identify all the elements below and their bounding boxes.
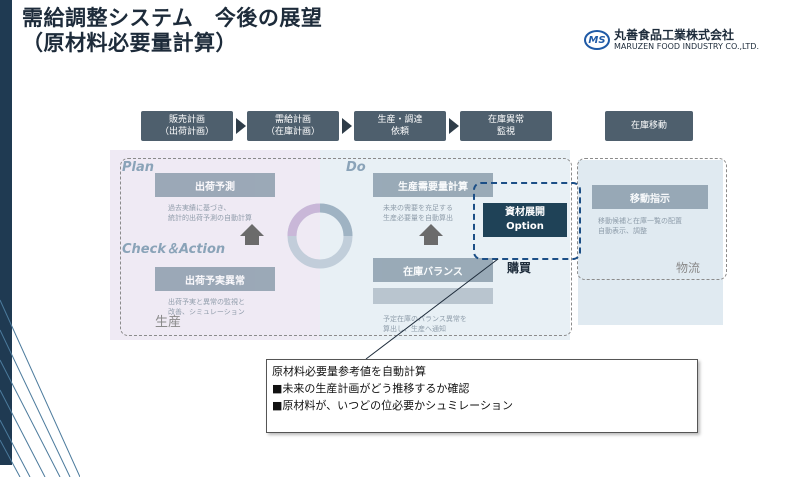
logo-english: MARUZEN FOOD INDUSTRY CO.,LTD. (614, 42, 759, 51)
pdca-cycle-icon (287, 203, 353, 269)
up-arrow-icon (424, 235, 438, 245)
faint-text: 移動候補と在庫一覧の配置自動表示、調整 (598, 217, 682, 235)
label-plan: Plan (122, 160, 155, 175)
box-shipment-forecast: 出荷予測 (155, 173, 275, 197)
step-inventory-monitor: 在庫異常監視 (460, 111, 552, 141)
arrow-icon (342, 118, 352, 134)
step-production-request: 生産・調達依頼 (354, 111, 446, 141)
slide-title: 需給調整システム 今後の展望 （原材料必要量計算） (22, 6, 323, 55)
box-material-expansion: 資材展開 Option (483, 203, 567, 237)
step-inventory-transfer: 在庫移動 (605, 111, 693, 141)
faint-text: 未来の需要を充足する生産必要量を自動算出 (383, 204, 453, 222)
box-transfer: 移動指示 (592, 185, 708, 209)
label-logistics: 物流 (676, 261, 701, 275)
label-check-action: Check＆Action (122, 242, 226, 257)
option-highlight-frame (473, 182, 581, 260)
faint-text: 出荷予実と異常の監視と改善、シミュレーション (168, 298, 245, 316)
callout-bullet: ■原材料が、いつどの位必要かシュミレーション (272, 399, 513, 412)
decorative-fan-lines (0, 299, 80, 477)
company-logo: MS 丸善食品工業株式会社 MARUZEN FOOD INDUSTRY CO.,… (584, 28, 759, 52)
label-do: Do (346, 160, 366, 175)
faint-text: 過去実績に基づき、統計的出荷予測の自動計算 (168, 204, 252, 222)
step-supply-plan: 需給計画（在庫計画） (247, 111, 339, 141)
box-shipment-actual: 出荷予実異常 (155, 267, 275, 291)
up-arrow-head (240, 224, 264, 236)
arrow-icon (449, 118, 459, 134)
label-production: 生産 (155, 315, 182, 330)
callout-connector (365, 258, 499, 360)
callout-bullet: ■未来の生産計画がどう推移するか確認 (272, 382, 470, 395)
arrow-icon (236, 118, 246, 134)
faint-text: 予定在庫のバランス異常を算出し、生産へ通知 (383, 315, 467, 333)
up-arrow-icon (245, 235, 259, 245)
production-panel (120, 158, 572, 336)
callout-box (266, 359, 698, 433)
dim-bar (373, 288, 493, 304)
up-arrow-head (419, 224, 443, 236)
logo-icon: MS (584, 30, 610, 50)
logistics-panel (577, 158, 727, 280)
logo-japanese: 丸善食品工業株式会社 (614, 28, 735, 42)
step-sales-plan: 販売計画（出荷計画） (141, 111, 233, 141)
label-purchase: 購買 (507, 261, 532, 275)
callout-title: 原材料必要量参考値を自動計算 (272, 365, 426, 378)
